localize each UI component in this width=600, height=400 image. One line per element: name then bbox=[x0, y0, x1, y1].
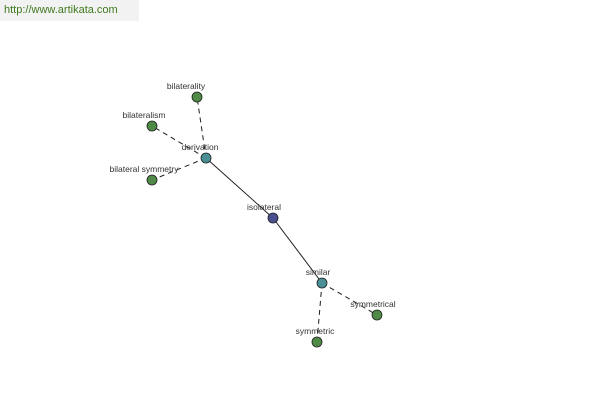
node-label-symmetrical[interactable]: symmetrical bbox=[350, 299, 395, 309]
graph-edges bbox=[151, 96, 378, 343]
node-bilateralism[interactable] bbox=[146, 120, 158, 132]
node-symmetrical[interactable] bbox=[371, 309, 383, 321]
node-label-symmetric[interactable]: symmetric bbox=[296, 326, 335, 336]
site-link[interactable]: http://www.artikata.com bbox=[0, 0, 139, 21]
edge-derivation-bilateral-symmetry bbox=[151, 157, 207, 181]
edge-similar-symmetrical bbox=[321, 282, 378, 316]
node-bilateral-symmetry[interactable] bbox=[146, 174, 158, 186]
node-label-bilateral-symmetry[interactable]: bilateral symmetry bbox=[110, 164, 180, 174]
node-label-derivation[interactable]: derivation bbox=[182, 142, 219, 152]
node-similar[interactable] bbox=[316, 277, 328, 289]
edge-isolateral-similar bbox=[272, 217, 323, 284]
node-bilaterality[interactable] bbox=[191, 91, 203, 103]
graph-nodes bbox=[146, 91, 383, 348]
node-label-bilateralism[interactable]: bilateralism bbox=[123, 110, 166, 120]
node-symmetric[interactable] bbox=[311, 336, 323, 348]
graph-labels: isolateral derivation similar bilaterality b… bbox=[110, 81, 396, 336]
edge-similar-symmetric bbox=[316, 282, 323, 343]
edge-derivation-bilaterality bbox=[196, 96, 207, 159]
node-derivation[interactable] bbox=[200, 152, 212, 164]
node-isolateral[interactable] bbox=[267, 212, 279, 224]
edge-derivation-bilateralism bbox=[151, 125, 207, 159]
edge-isolateral-derivation bbox=[205, 157, 274, 219]
node-label-isolateral[interactable]: isolateral bbox=[247, 202, 281, 212]
node-label-similar[interactable]: similar bbox=[306, 267, 331, 277]
node-label-bilaterality[interactable]: bilaterality bbox=[167, 81, 206, 91]
